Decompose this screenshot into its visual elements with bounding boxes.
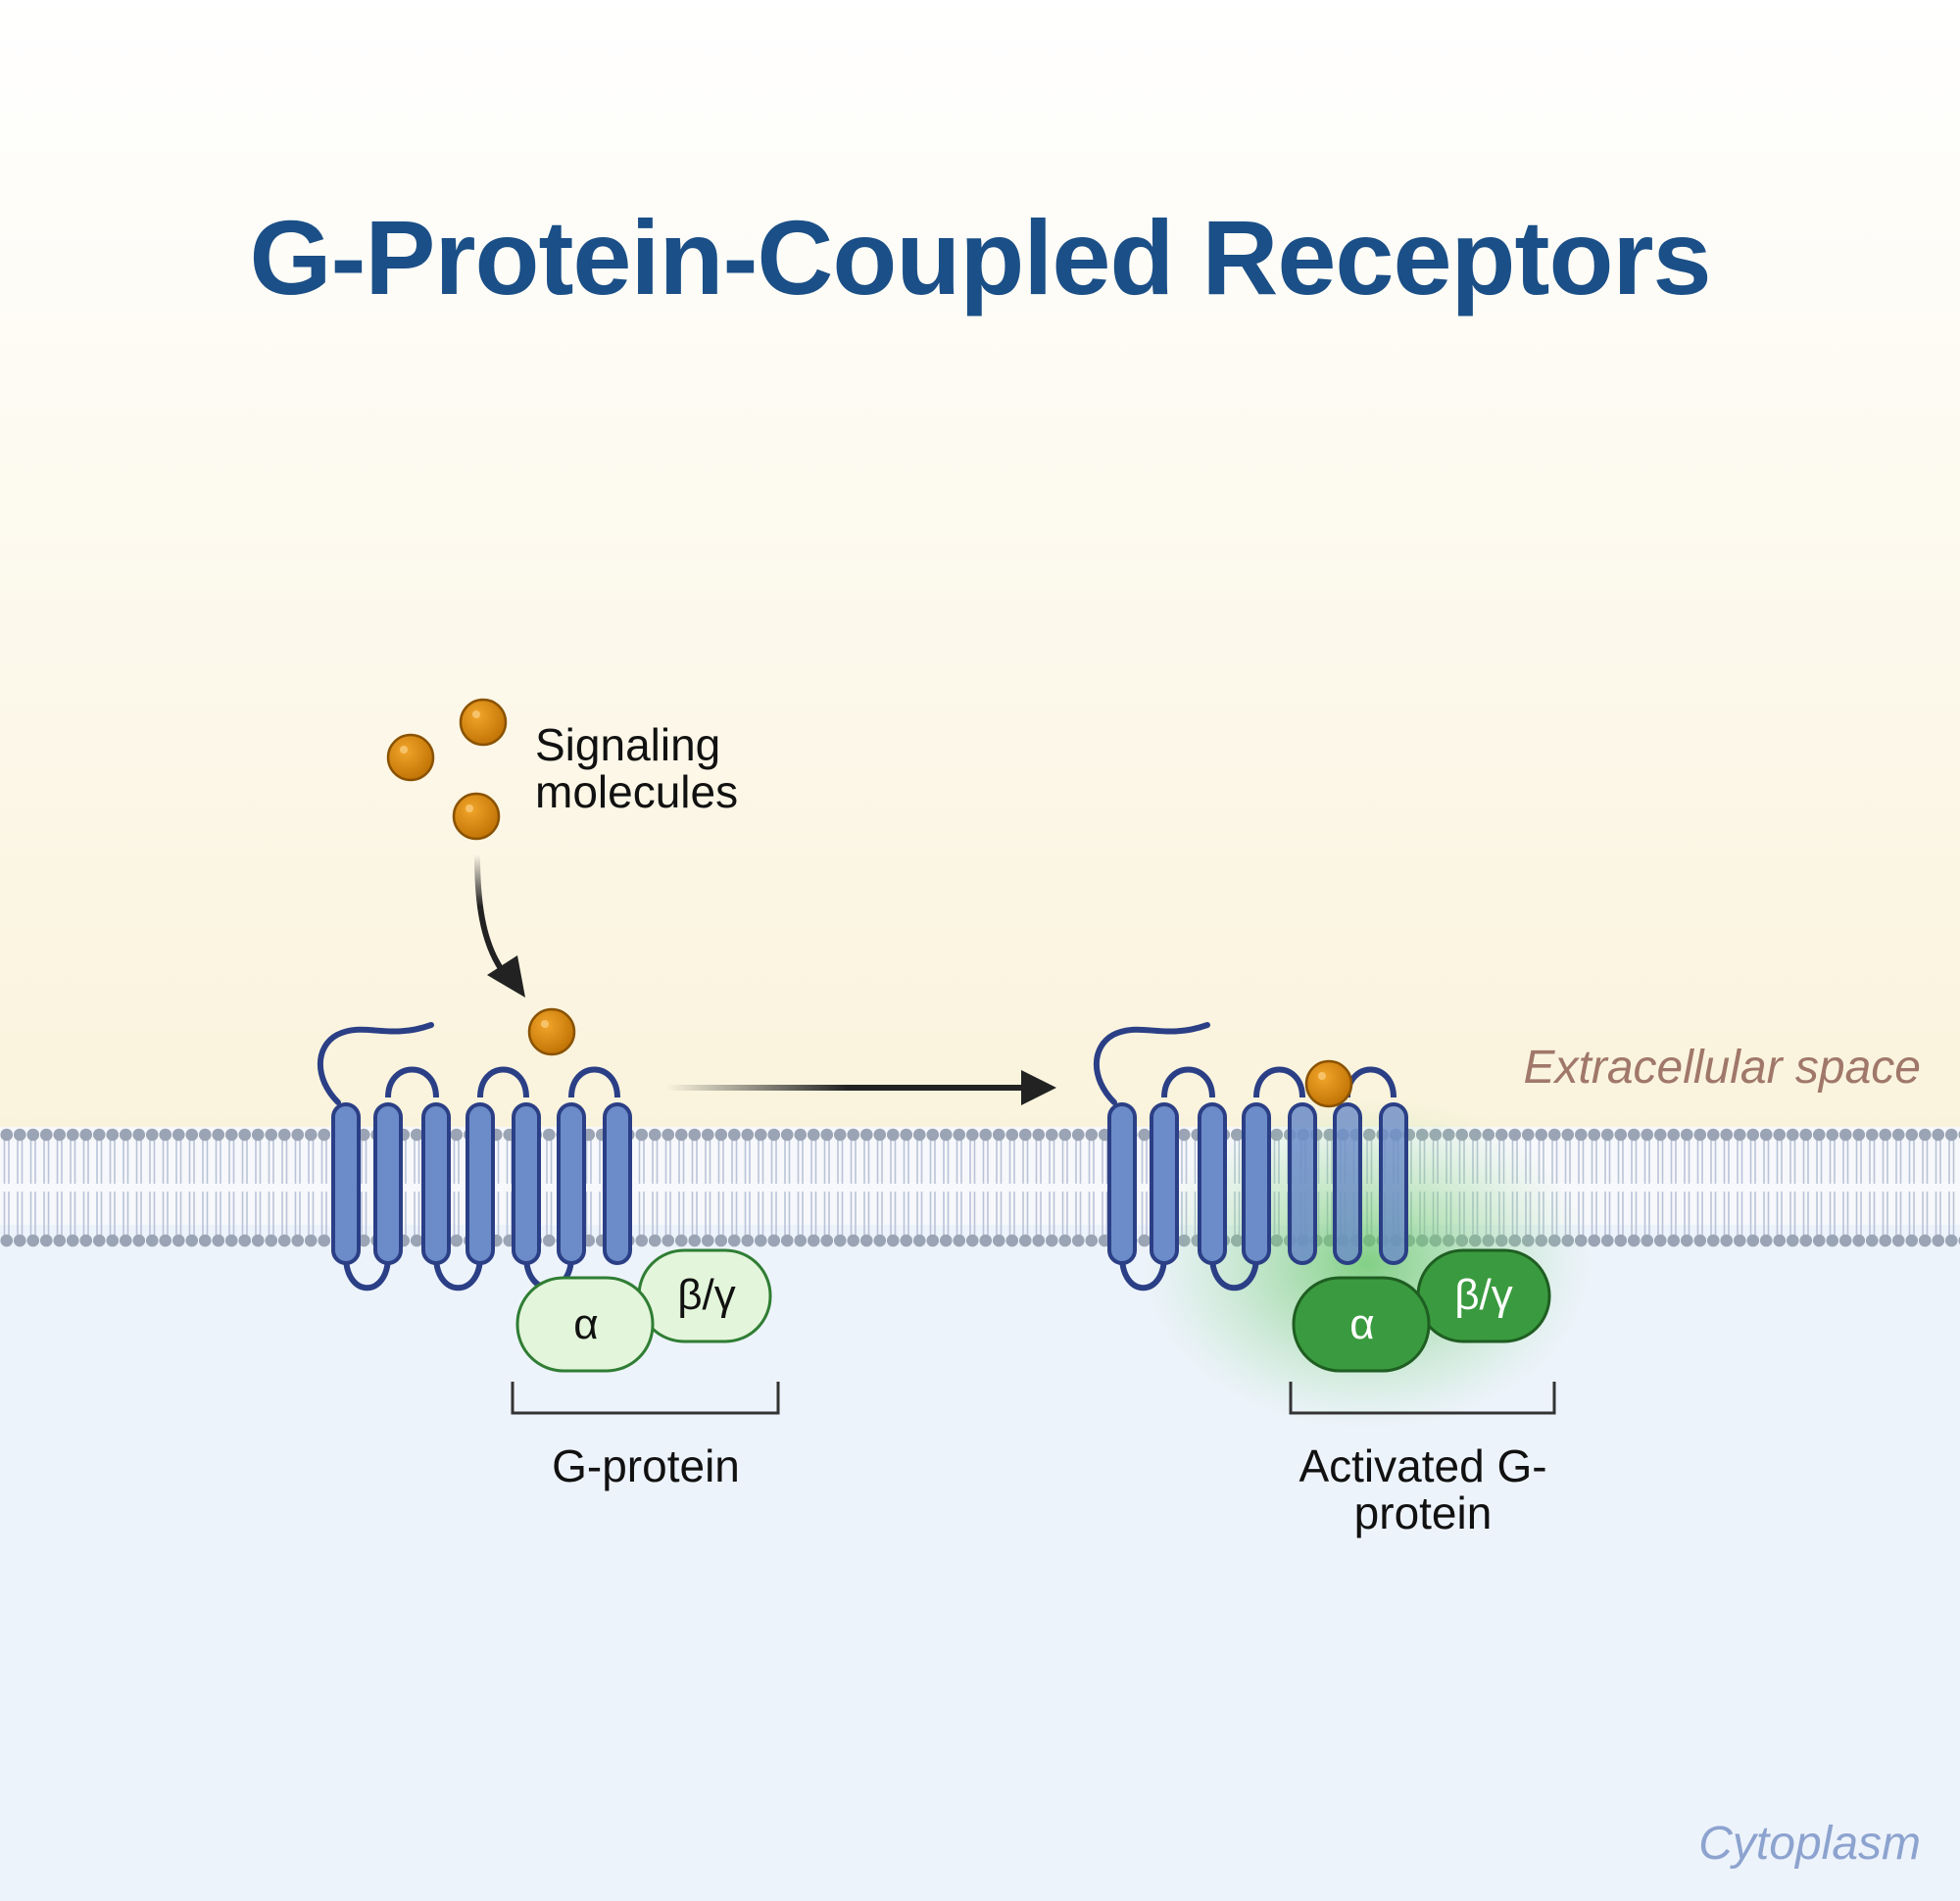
gprotein-bracket bbox=[511, 1382, 780, 1415]
signaling-molecule bbox=[452, 792, 501, 841]
receptor-activated bbox=[1093, 1022, 1408, 1292]
activated-gprotein-label: Activated G- protein bbox=[1266, 1442, 1580, 1536]
signaling-molecules bbox=[386, 698, 576, 1056]
molecule-highlight bbox=[400, 746, 408, 754]
extracellular-space-label: Extracellular space bbox=[1523, 1042, 1921, 1094]
n-terminus-tail bbox=[1093, 1022, 1210, 1105]
signaling-label-line2: molecules bbox=[535, 766, 739, 817]
page-title: G-Protein-Coupled Receptors bbox=[249, 198, 1711, 317]
molecule-highlight bbox=[466, 804, 473, 812]
signaling-label-line1: Signaling bbox=[535, 719, 721, 770]
signaling-molecule bbox=[386, 733, 435, 782]
molecule-highlight bbox=[541, 1020, 549, 1028]
gprotein-label: G-protein bbox=[552, 1440, 740, 1491]
gprotein-inactive: α β/γ bbox=[515, 1248, 772, 1373]
cytoplasm-label: Cytoplasm bbox=[1698, 1818, 1921, 1870]
bound-signaling-molecule bbox=[1304, 1059, 1353, 1108]
activation-arrow bbox=[666, 1070, 1056, 1105]
transmembrane-helices bbox=[331, 1102, 632, 1265]
beta-gamma-label: β/γ bbox=[1454, 1271, 1513, 1319]
molecule-highlight bbox=[1318, 1072, 1326, 1080]
signaling-molecule bbox=[459, 698, 508, 747]
activated-gprotein-bracket bbox=[1289, 1382, 1556, 1415]
cytoplasm-background bbox=[0, 1225, 1960, 1901]
binding-arrow bbox=[474, 852, 525, 998]
signaling-molecule bbox=[527, 1007, 576, 1056]
receptor-inactive bbox=[317, 1022, 632, 1292]
alpha-subunit bbox=[1292, 1276, 1431, 1373]
n-terminus-tail bbox=[317, 1022, 434, 1105]
activated-label-line1: Activated G- bbox=[1298, 1440, 1547, 1491]
transmembrane-helices bbox=[1107, 1102, 1408, 1265]
beta-gamma-label: β/γ bbox=[677, 1271, 736, 1319]
extracellular-background bbox=[0, 0, 1960, 1137]
molecule-highlight bbox=[472, 710, 480, 718]
signaling-molecules-label: Signaling molecules bbox=[535, 721, 738, 815]
lipid-bilayer bbox=[0, 1125, 1960, 1250]
gprotein-activated: α β/γ bbox=[1292, 1248, 1551, 1373]
alpha-subunit bbox=[515, 1276, 655, 1373]
activated-label-line2: protein bbox=[1353, 1487, 1493, 1538]
alpha-label: α bbox=[1349, 1300, 1374, 1348]
alpha-label: α bbox=[573, 1300, 598, 1348]
